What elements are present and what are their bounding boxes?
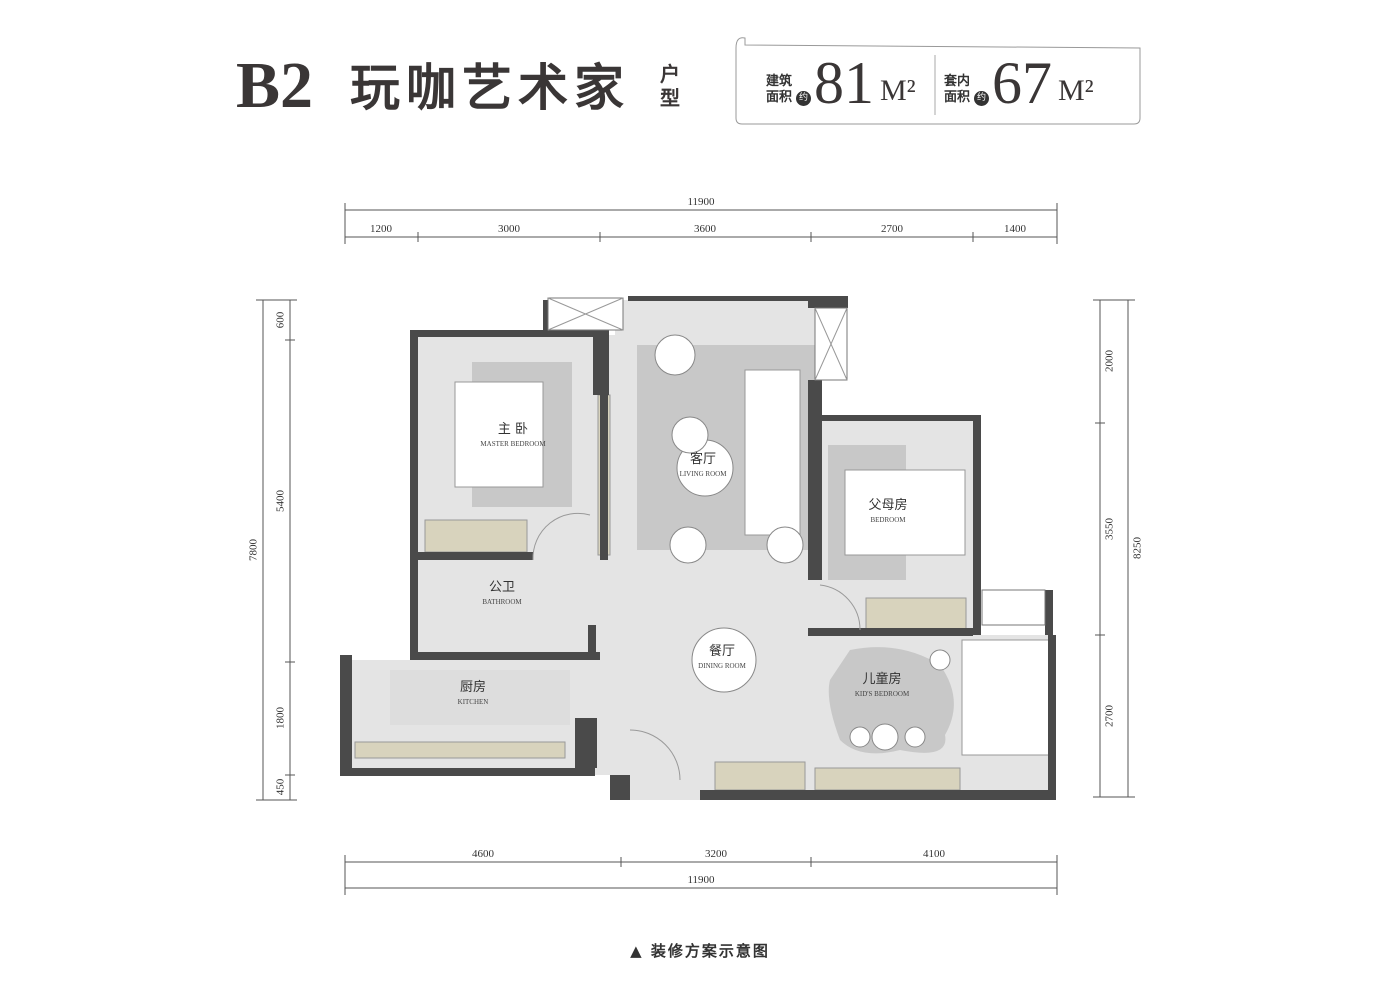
dim-top: 3600 <box>694 223 716 235</box>
dim-left-total: 7800 <box>247 539 260 561</box>
unit-name: 玩咖艺术家 <box>350 58 630 117</box>
master-bed <box>454 381 544 488</box>
room-bathroom-en: BATHROOM <box>482 598 522 606</box>
dim-right: 2700 <box>1103 705 1116 727</box>
room-parents-en: BEDROOM <box>870 516 906 524</box>
dim-bottom: 4600 <box>472 848 494 860</box>
room-living-en: LIVING ROOM <box>679 470 727 478</box>
dim-left: 600 <box>274 311 287 329</box>
dim-left: 450 <box>274 778 287 796</box>
room-master-bedroom-label: 主 卧 <box>497 422 529 437</box>
dim-bottom: 3200 <box>705 848 727 860</box>
parents-wardrobe <box>865 597 967 633</box>
dim-top-total: 11900 <box>687 196 715 208</box>
room-kitchen-label: 厨房 <box>459 680 487 695</box>
inner-area-label: 套内面积 <box>944 74 971 105</box>
sofa <box>744 369 801 536</box>
dim-top: 1200 <box>370 223 392 235</box>
dim-bottom: 4100 <box>923 848 945 860</box>
inner-area-unit: M² <box>1058 74 1094 107</box>
room-kids-label: 儿童房 <box>862 672 902 687</box>
dim-left: 5400 <box>274 490 287 512</box>
built-area-value: 81 <box>814 50 874 116</box>
inner-area-value: 67 <box>992 50 1052 116</box>
kitchen-counter <box>390 670 570 725</box>
dim-top: 1400 <box>1004 223 1026 235</box>
kids-bed <box>961 639 1051 756</box>
inner-area-badge: 约 <box>974 91 989 106</box>
built-area-badge: 约 <box>796 91 811 106</box>
dim-top: 3000 <box>498 223 520 235</box>
room-parents-label: 父母房 <box>868 498 908 513</box>
dimension-lines <box>256 203 1135 895</box>
built-area-unit: M² <box>880 74 916 107</box>
unit-code: B2 <box>236 49 314 122</box>
caption: ▲ 装修方案示意图 <box>630 942 770 960</box>
room-bathroom-label: 公卫 <box>488 580 516 595</box>
dim-top: 2700 <box>881 223 903 235</box>
room-living-label: 客厅 <box>689 452 717 467</box>
parents-bed <box>844 469 966 556</box>
dim-right-total: 8250 <box>1131 537 1144 559</box>
room-dining-label: 餐厅 <box>708 644 736 659</box>
dim-right: 2000 <box>1103 350 1116 372</box>
dim-right: 3550 <box>1103 518 1116 540</box>
unit-tag: 户型 <box>660 62 680 110</box>
room-master-bedroom-en: MASTER BEDROOM <box>480 440 546 448</box>
dim-bottom-total: 11900 <box>687 874 715 886</box>
walls <box>340 296 1056 800</box>
room-dining-en: DINING ROOM <box>698 662 746 670</box>
dim-left: 1800 <box>274 707 287 729</box>
room-kids-en: KID'S BEDROOM <box>854 690 910 698</box>
built-area-label: 建筑面积 <box>766 74 793 105</box>
dining-table <box>691 627 757 693</box>
master-wardrobe <box>424 519 528 553</box>
area-banner <box>735 37 1141 125</box>
room-kitchen-en: KITCHEN <box>457 698 489 706</box>
